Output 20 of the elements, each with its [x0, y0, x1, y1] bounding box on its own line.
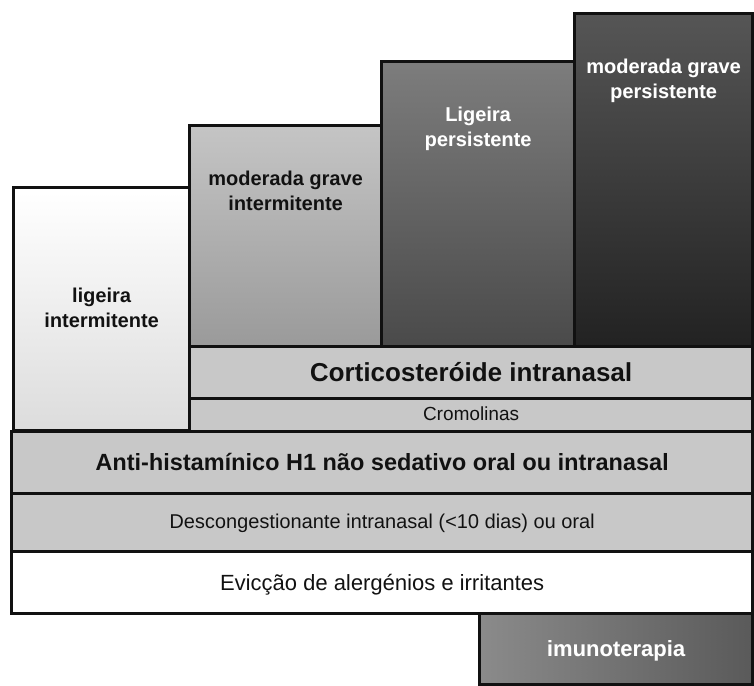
severity-label: moderada grave intermitente: [207, 167, 364, 217]
severity-label: Ligeira persistente: [424, 103, 532, 153]
treatment-band: [188, 397, 754, 433]
severity-label: ligeira intermitente: [43, 284, 160, 334]
treatment-label: Anti-histamínico H1 não sedativo oral ou intranasal: [94, 448, 670, 477]
treatment-label: Cromolinas: [422, 403, 520, 427]
treatment-label: imunoterapia: [546, 635, 686, 663]
treatment-label: Evicção de alergénios e irritantes: [218, 568, 546, 596]
treatment-band: [10, 550, 754, 615]
treatment-band: [478, 612, 754, 686]
treatment-label: Corticosteróide intranasal: [308, 356, 634, 389]
treatment-band: [10, 492, 754, 553]
severity-column: [380, 60, 576, 348]
severity-column: [573, 12, 754, 348]
treatment-label: Descongestionante intranasal (<10 dias) ou oral: [168, 510, 596, 535]
severity-label: moderada grave persistente: [585, 55, 742, 105]
severity-column: [12, 186, 191, 432]
treatment-band: [10, 430, 754, 495]
severity-column: [188, 124, 383, 348]
treatment-band: [188, 345, 754, 400]
